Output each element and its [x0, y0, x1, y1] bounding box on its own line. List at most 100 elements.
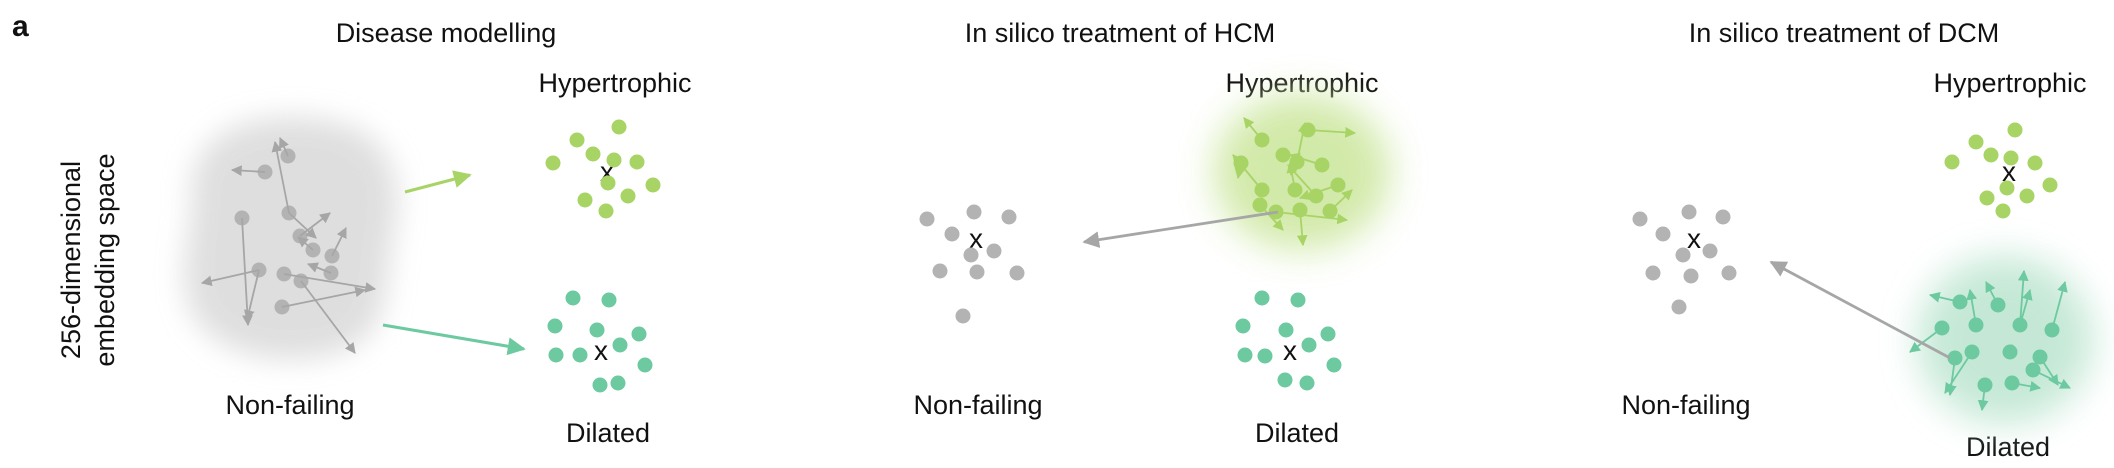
hypertrophic-dot [569, 132, 585, 148]
treatment-shift-arrow [1977, 384, 1989, 412]
hypertrophic-dot [1983, 147, 1999, 163]
dilated-dot [1235, 318, 1251, 334]
treatment-shift-arrow [2017, 269, 2029, 326]
treatment-shift-arrow [2004, 343, 2015, 356]
treatment-shift-arrow [1243, 117, 1263, 141]
nonfailing-dot [1681, 204, 1697, 220]
to-dilated-arrow [382, 323, 526, 356]
panel-letter: a [12, 10, 29, 43]
treatment-shift-arrow [2051, 280, 2068, 331]
dilated-dot [548, 347, 564, 363]
hypertrophic-dot [2007, 122, 2023, 138]
hypertrophic-dot [577, 192, 593, 208]
treatment-shift-arrow [2019, 288, 2033, 326]
panel-1-nonfailing-label: Non-failing [225, 390, 354, 420]
nonfailing-cloud [184, 117, 398, 360]
hypertrophic-dot [598, 203, 614, 219]
nonfailing-dot [1721, 265, 1737, 281]
treatment-shift-arrow [2032, 369, 2071, 389]
treatment-shift-arrow [1329, 189, 1353, 212]
nonfailing-dot [1009, 265, 1025, 281]
embedding-shift-arrow [200, 269, 260, 287]
treatment-shift-arrow [1298, 184, 1339, 200]
hypertrophic-dot [545, 155, 561, 171]
treatment-shift-arrow [1296, 209, 1308, 247]
treatment-shift-arrow [1307, 126, 1357, 138]
panel-3-dilated-label: Dilated [1966, 432, 2050, 462]
diagram-graphics [184, 94, 2093, 424]
y-axis-label-line1: 256-dimensional [56, 161, 86, 359]
dilated-dot [1301, 337, 1317, 353]
hypertrophic-dot [2042, 177, 2058, 193]
hypertrophic-dot [1275, 147, 1291, 163]
centroid-marker-p2-dilated: x [1283, 335, 1297, 366]
nonfailing-dot [1702, 243, 1718, 259]
panel-1-hypertrophic-label: Hypertrophic [538, 68, 691, 98]
dilated-dot [589, 322, 605, 338]
treatment-shift-arrow [1232, 154, 1263, 191]
hypertrophic-dot [1995, 203, 2011, 219]
dilated-dot [592, 377, 608, 393]
panel-3-title: In silico treatment of DCM [1689, 18, 2000, 48]
to-hypertrophic-arrow [404, 170, 472, 194]
hypertrophic-dot [1979, 190, 1995, 206]
treatment-shift-arrow [1945, 357, 1957, 397]
treatment-shift-arrow [1288, 152, 1323, 166]
dilated-dot [565, 290, 581, 306]
panel-2-title: In silico treatment of HCM [965, 18, 1276, 48]
nonfailing-dot [966, 204, 982, 220]
hypertrophic-dot [2003, 150, 2019, 166]
hypertrophic-dot [2027, 155, 2043, 171]
hypertrophic-dot [620, 188, 636, 204]
treatment-shift-arrow [2011, 380, 2042, 392]
dcm-treatment-arrow [1769, 260, 1951, 360]
dilated-dot [1290, 292, 1306, 308]
nonfailing-dot [969, 264, 985, 280]
hypertrophic-dot [1999, 180, 2015, 196]
hypertrophic-dot [1944, 154, 1960, 170]
dilated-dot [612, 337, 628, 353]
centroid-marker-p2-nonfailing: x [969, 223, 983, 254]
nonfailing-dot [955, 308, 971, 324]
hypertrophic-dot [611, 119, 627, 135]
panel-3-hypertrophic-label: Hypertrophic [1933, 68, 2086, 98]
treatment-shift-arrow [1928, 291, 1961, 303]
nonfailing-dot [932, 263, 948, 279]
hypertrophic-dot [629, 154, 645, 170]
treatment-shift-arrow [1909, 327, 1943, 353]
hypertrophic-dot [1968, 134, 1984, 150]
dilated-dot [631, 326, 647, 342]
nonfailing-dot [944, 226, 960, 242]
embedding-shift-arrow [230, 165, 266, 176]
nonfailing-dot [1655, 226, 1671, 242]
nonfailing-dot [963, 247, 979, 263]
dilated-dot [1254, 290, 1270, 306]
panel-1-dilated-label: Dilated [566, 418, 650, 448]
panel-1-title: Disease modelling [336, 18, 557, 48]
hypertrophic-dot [2019, 188, 2035, 204]
embedding-shift-arrow [306, 262, 332, 274]
panel-2-nonfailing-label: Non-failing [913, 390, 1042, 420]
nonfailing-dot [1683, 268, 1699, 284]
hypertrophic-dot [585, 146, 601, 162]
embedding-shift-arrow [288, 212, 317, 239]
treatment-shift-arrow [1287, 164, 1317, 197]
embedding-shift-arrow [241, 217, 253, 327]
nonfailing-dot [1645, 265, 1661, 281]
dilated-dot [547, 318, 563, 334]
embedding-shift-arrow [299, 212, 331, 237]
nonfailing-dot [919, 211, 935, 227]
nonfailing-dot [986, 243, 1002, 259]
nonfailing-dot [1632, 211, 1648, 227]
panel-2-hypertrophic-label: Hypertrophic [1225, 68, 1378, 98]
dilated-dot [1326, 357, 1342, 373]
nonfailing-dot [1675, 247, 1691, 263]
hypertrophic-dot [606, 152, 622, 168]
dilated-dot [610, 375, 626, 391]
panel-2-dilated-label: Dilated [1255, 418, 1339, 448]
dilated-dot [601, 292, 617, 308]
dilated-dot [1237, 347, 1253, 363]
dilated-glow [1917, 256, 2093, 424]
hypertrophic-dot [645, 177, 661, 193]
